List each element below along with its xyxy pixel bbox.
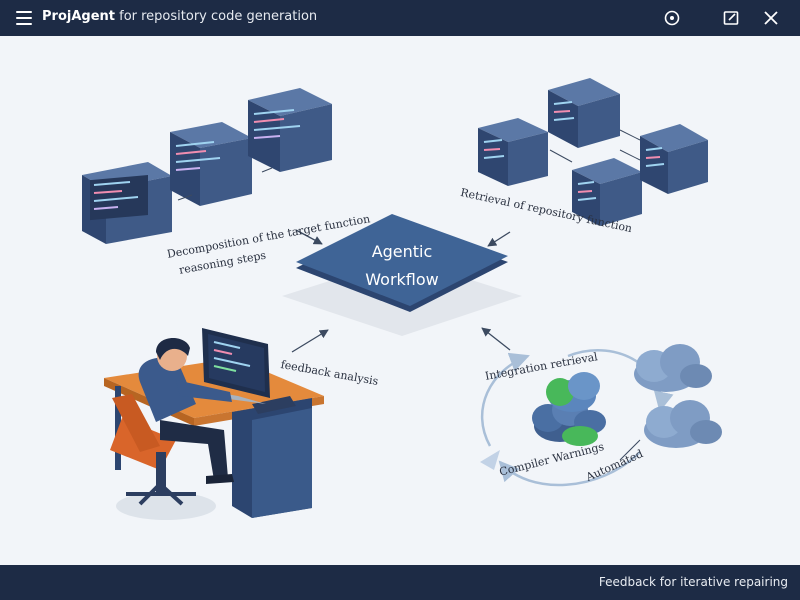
- server-right-4: [640, 124, 708, 194]
- node-title-line1: Agentic: [371, 242, 433, 261]
- cloud-cycle-illustration: [480, 344, 722, 487]
- title-bar: ProjAgent for repository code generation: [0, 0, 800, 36]
- close-icon[interactable]: [761, 8, 781, 28]
- agentic-workflow-node: [282, 214, 522, 336]
- server-left-3: [248, 88, 332, 172]
- arrow-integration: [481, 327, 511, 351]
- server-right-3: [572, 158, 642, 226]
- diagram-canvas: Agentic Workflow Decomposition of the ta…: [0, 36, 800, 565]
- app-title-bold: ProjAgent: [42, 9, 115, 24]
- cloud-right-bottom: [644, 400, 722, 448]
- developer-illustration: [104, 328, 324, 520]
- node-title-line2: Workflow: [365, 270, 439, 289]
- cloud-green-back: [546, 372, 600, 412]
- footer-bar: Feedback for iterative repairing: [0, 565, 800, 600]
- footer-caption: Feedback for iterative repairing: [598, 575, 788, 589]
- server-right-2: [548, 78, 620, 148]
- cloud-right-top: [634, 344, 712, 392]
- arrow-feedback: [291, 329, 329, 353]
- app-title-rest: for repository code generation: [114, 9, 318, 24]
- arrow-retrieval: [487, 231, 511, 247]
- arrow-decomposition: [295, 229, 323, 245]
- target-icon[interactable]: [662, 8, 682, 28]
- server-left-1: [82, 162, 172, 244]
- hamburger-menu-icon[interactable]: [16, 11, 32, 25]
- edit-icon[interactable]: [721, 8, 741, 28]
- app-title: ProjAgent for repository code generation: [42, 9, 317, 24]
- server-left-2: [170, 122, 252, 206]
- diagram-svg: [82, 78, 722, 520]
- server-right-1: [478, 118, 548, 186]
